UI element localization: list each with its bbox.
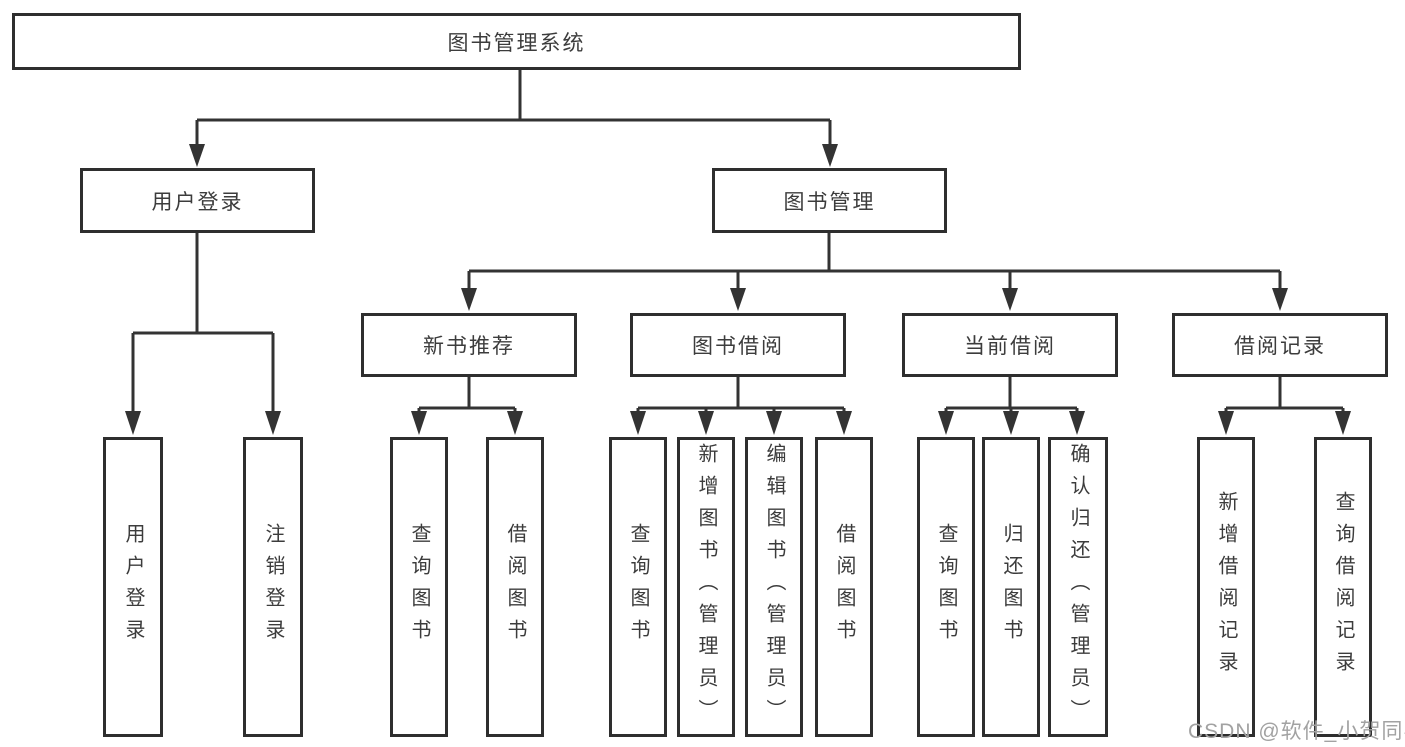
node-label: 查询图书 (627, 523, 649, 651)
node-user-login: 用户登录 (80, 168, 315, 233)
connector-new-book-branch (411, 377, 523, 435)
node-leaf-add-borrow-record: 新增借阅记录 (1197, 437, 1255, 737)
node-label: 确认归还（管理员） (1067, 443, 1089, 731)
node-leaf-user-login: 用户登录 (103, 437, 163, 737)
node-label: 图书管理系统 (447, 31, 586, 55)
node-leaf-query-books-recommend: 查询图书 (390, 437, 448, 737)
node-label: 图书借阅 (692, 335, 784, 358)
node-library-management-system: 图书管理系统 (12, 13, 1021, 70)
node-leaf-query-books-current: 查询图书 (917, 437, 975, 737)
connector-book-management-branch (461, 232, 1288, 311)
node-current-borrowing: 当前借阅 (902, 313, 1118, 377)
node-label: 归还图书 (1000, 523, 1022, 651)
node-new-book-recommendation: 新书推荐 (361, 313, 577, 377)
node-label: 查询图书 (935, 523, 957, 651)
node-leaf-borrow-books: 借阅图书 (815, 437, 873, 737)
node-leaf-logout: 注销登录 (243, 437, 303, 737)
node-leaf-confirm-return-admin: 确认归还（管理员） (1048, 437, 1108, 737)
watermark-text: CSDN @软件_小贺同学 (1188, 720, 1405, 743)
node-label: 借阅图书 (833, 523, 855, 651)
node-label: 借阅记录 (1234, 335, 1326, 358)
node-leaf-edit-book-admin: 编辑图书（管理员） (745, 437, 803, 737)
node-label: 图书管理 (783, 190, 876, 214)
node-label: 查询借阅记录 (1332, 491, 1354, 683)
node-book-borrowing: 图书借阅 (630, 313, 846, 377)
node-label: 用户登录 (122, 523, 144, 651)
connector-borrow-records-branch (1218, 377, 1351, 435)
connector-current-borrow-branch (938, 377, 1085, 435)
node-label: 注销登录 (262, 523, 284, 651)
node-leaf-borrow-books-recommend: 借阅图书 (486, 437, 544, 737)
node-book-management: 图书管理 (712, 168, 947, 233)
node-leaf-add-book-admin: 新增图书（管理员） (677, 437, 735, 737)
node-leaf-return-books: 归还图书 (982, 437, 1040, 737)
node-leaf-query-borrow-record: 查询借阅记录 (1314, 437, 1372, 737)
node-label: 新书推荐 (423, 335, 515, 358)
node-label: 新增借阅记录 (1215, 491, 1237, 683)
node-borrow-records: 借阅记录 (1172, 313, 1388, 377)
node-label: 新增图书（管理员） (695, 443, 717, 731)
node-label: 用户登录 (151, 190, 244, 214)
node-label: 查询图书 (408, 523, 430, 651)
connector-root-branch (189, 70, 838, 167)
connector-user-login-branch (125, 233, 281, 435)
node-label: 当前借阅 (964, 335, 1056, 358)
node-label: 借阅图书 (504, 523, 526, 651)
node-label: 编辑图书（管理员） (763, 443, 785, 731)
connector-book-borrow-branch (630, 377, 852, 435)
node-leaf-query-books-borrow: 查询图书 (609, 437, 667, 737)
